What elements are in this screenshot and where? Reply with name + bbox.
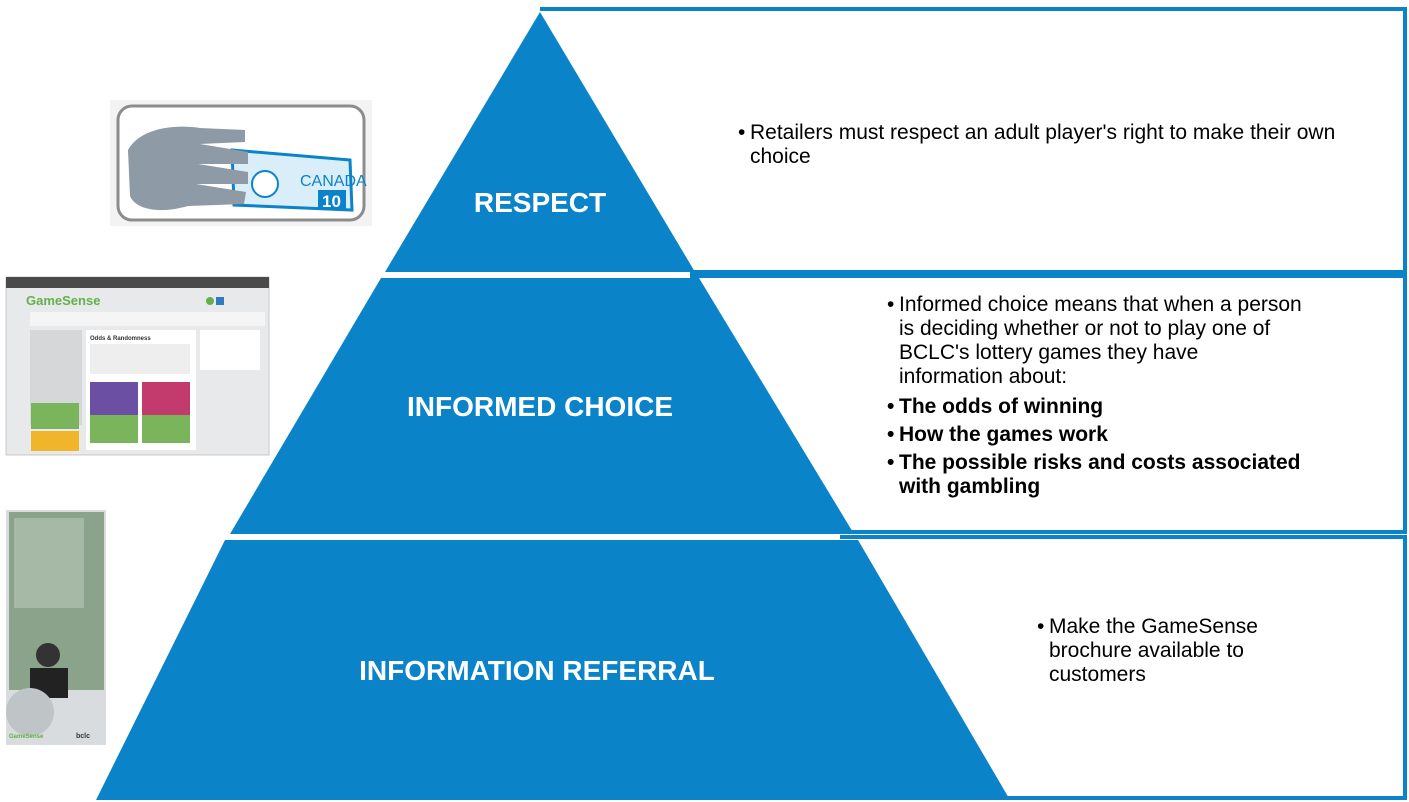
- tier-information-referral: [96, 540, 1010, 800]
- tier-label-information-referral: INFORMATION REFERRAL: [359, 655, 715, 686]
- gamesense-website-screenshot: GameSense Odds & Randomness: [5, 276, 270, 456]
- website-topbar: [6, 277, 269, 288]
- tier-respect: [385, 12, 695, 272]
- respect-text: • Retailers must respect an adult player…: [738, 121, 1338, 169]
- tier-label-respect: RESPECT: [474, 187, 606, 218]
- bullet-dot: •: [887, 423, 895, 446]
- website-content-lines: [90, 344, 190, 374]
- informed-point-text: How the games work: [899, 423, 1108, 446]
- hand-shape: [128, 126, 248, 211]
- website-nav-strip: [30, 312, 265, 326]
- website-sidebar-orange-box: [31, 431, 79, 451]
- brochure-logo: GameSense: [9, 734, 44, 740]
- gamesense-brochure-thumbnail: GameSense bclc: [6, 510, 106, 745]
- website-heading: Odds & Randomness: [90, 336, 151, 342]
- informed-point-risks: • The possible risks and costs associate…: [887, 451, 1307, 499]
- banknote-country: CANADA: [300, 173, 367, 190]
- respect-bullet: • Retailers must respect an adult player…: [738, 121, 1338, 169]
- informed-intro: • Informed choice means that when a pers…: [887, 293, 1307, 389]
- tier-informed-choice: [230, 278, 854, 534]
- informed-point-text: The odds of winning: [899, 395, 1104, 418]
- bullet-dot: •: [1037, 615, 1045, 638]
- banknote-denomination-box: [318, 190, 346, 210]
- pyramid: [96, 12, 1010, 800]
- referral-bullet: • Make the GameSense brochure available …: [1037, 615, 1337, 687]
- website-right-rail: [200, 330, 260, 370]
- website-tile-green-2: [142, 415, 190, 443]
- banknote-portrait: [251, 170, 279, 198]
- text-boxes: [540, 7, 1407, 800]
- informed-intro-text: Informed choice means that when a person…: [899, 293, 1302, 388]
- respect-box: [540, 7, 1407, 274]
- brochure-text-lines: [14, 518, 84, 608]
- referral-box: [840, 535, 1407, 800]
- website-logo: GameSense: [26, 293, 100, 308]
- bullet-dot: •: [887, 395, 895, 418]
- referral-bullet-text: Make the GameSense brochure available to…: [1049, 615, 1258, 686]
- hand-with-banknote-icon: CANADA 10: [110, 100, 372, 226]
- bullet-dot: •: [887, 293, 895, 316]
- referral-text: • Make the GameSense brochure available …: [1037, 615, 1337, 687]
- brochure-grey-circle: [6, 688, 54, 736]
- website-icon-blue: [216, 297, 224, 305]
- tier-label-informed-choice: INFORMED CHOICE: [407, 391, 673, 422]
- bullet-dot: •: [738, 121, 746, 144]
- website-tile-green-1: [90, 415, 138, 443]
- informed-point-text: The possible risks and costs associated …: [899, 451, 1301, 498]
- informed-box: [690, 274, 1407, 534]
- banknote-icon: CANADA 10: [230, 148, 367, 212]
- informed-point-odds: • The odds of winning: [887, 395, 1307, 419]
- informed-point-games: • How the games work: [887, 423, 1307, 447]
- brochure-brand: bclc: [76, 733, 90, 740]
- website-sidebar-green-box: [31, 403, 79, 429]
- respect-bullet-text: Retailers must respect an adult player's…: [750, 121, 1336, 168]
- bullet-dot: •: [887, 451, 895, 474]
- informed-choice-text: • Informed choice means that when a pers…: [887, 293, 1307, 499]
- website-icon-green: [206, 297, 214, 305]
- brochure-person-head: [36, 643, 60, 667]
- banknote-denomination: 10: [322, 192, 341, 211]
